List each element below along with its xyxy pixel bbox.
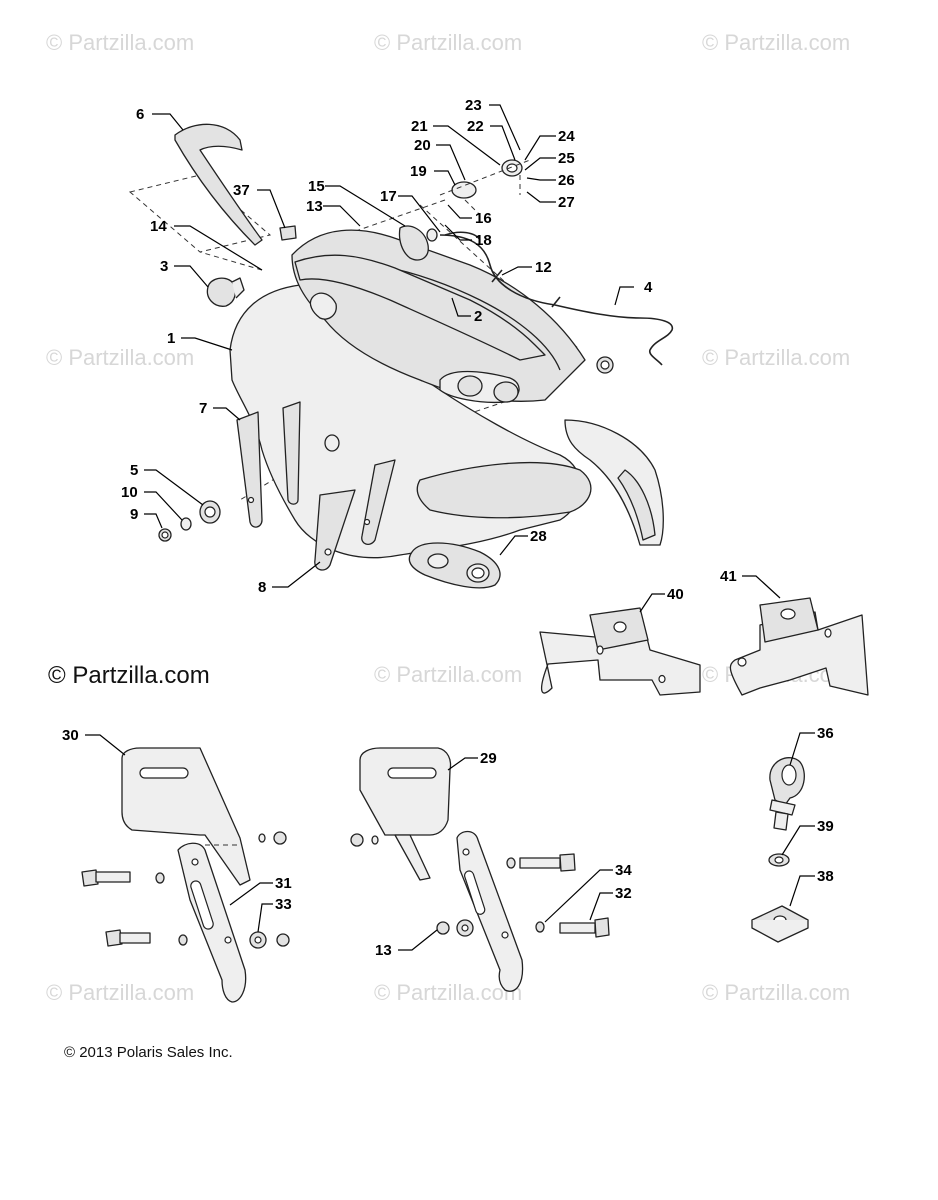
callout-9: 9 — [130, 506, 138, 523]
callout-17: 17 — [380, 188, 397, 205]
callout-10: 10 — [121, 484, 138, 501]
callout-13-top: 13 — [306, 198, 323, 215]
callout-20: 20 — [414, 137, 431, 154]
callout-28: 28 — [530, 528, 547, 545]
callout-2: 2 — [474, 308, 482, 325]
callout-4: 4 — [644, 279, 653, 296]
nose-cone — [416, 461, 592, 519]
callout-24: 24 — [558, 128, 575, 145]
callout-16: 16 — [475, 210, 492, 227]
callout-5: 5 — [130, 462, 138, 479]
callout-19: 19 — [410, 163, 427, 180]
callout-3: 3 — [160, 258, 168, 275]
callout-1: 1 — [167, 330, 175, 347]
callout-29: 29 — [480, 750, 497, 767]
brand-mark: © Partzilla.com — [48, 662, 210, 689]
callout-25: 25 — [558, 150, 575, 167]
callout-22: 22 — [467, 118, 484, 135]
side-strip — [236, 411, 263, 528]
callout-6: 6 — [136, 106, 144, 123]
callout-labels: 6 1 3 14 37 15 13 17 18 16 12 2 4 19 20 … — [62, 97, 834, 959]
headlamp-28 — [408, 542, 501, 589]
mount-plate-29 — [359, 747, 452, 836]
callout-32: 32 — [615, 885, 632, 902]
callout-30: 30 — [62, 727, 79, 744]
callout-31: 31 — [275, 875, 292, 892]
callout-12: 12 — [535, 259, 552, 276]
callout-18: 18 — [475, 232, 492, 249]
callout-8: 8 — [258, 579, 266, 596]
callout-38: 38 — [817, 868, 834, 885]
callout-21: 21 — [411, 118, 428, 135]
callout-39: 39 — [817, 818, 834, 835]
callout-37: 37 — [233, 182, 250, 199]
callout-23: 23 — [465, 97, 482, 114]
mount-arm-34 — [456, 830, 524, 992]
watermark: © Partzilla.com — [702, 345, 851, 370]
callout-15: 15 — [308, 178, 325, 195]
callout-34: 34 — [615, 862, 632, 879]
lamp-15 — [398, 225, 429, 261]
callout-36: 36 — [817, 725, 834, 742]
callout-40: 40 — [667, 586, 684, 603]
leader-lines — [85, 104, 815, 951]
mount-plate-30 — [121, 747, 251, 886]
watermark: © Partzilla.com — [374, 662, 523, 687]
callout-41: 41 — [720, 568, 737, 585]
wire-harness — [439, 234, 674, 366]
callout-14: 14 — [150, 218, 167, 235]
watermark: © Partzilla.com — [702, 980, 851, 1005]
watermark: © Partzilla.com — [46, 30, 195, 55]
callout-33: 33 — [275, 896, 292, 913]
watermark: © Partzilla.com — [702, 30, 851, 55]
lamp-3 — [206, 277, 237, 307]
watermark: © Partzilla.com — [46, 345, 195, 370]
watermark: © Partzilla.com — [46, 980, 195, 1005]
copyright-text: © 2013 Polaris Sales Inc. — [64, 1044, 233, 1061]
deflector-6 — [174, 123, 263, 246]
callout-7: 7 — [199, 400, 207, 417]
watermark: © Partzilla.com — [374, 980, 523, 1005]
callout-13-bottom: 13 — [375, 942, 392, 959]
callout-27: 27 — [558, 194, 575, 211]
watermark: © Partzilla.com — [374, 30, 523, 55]
callout-26: 26 — [558, 172, 575, 189]
